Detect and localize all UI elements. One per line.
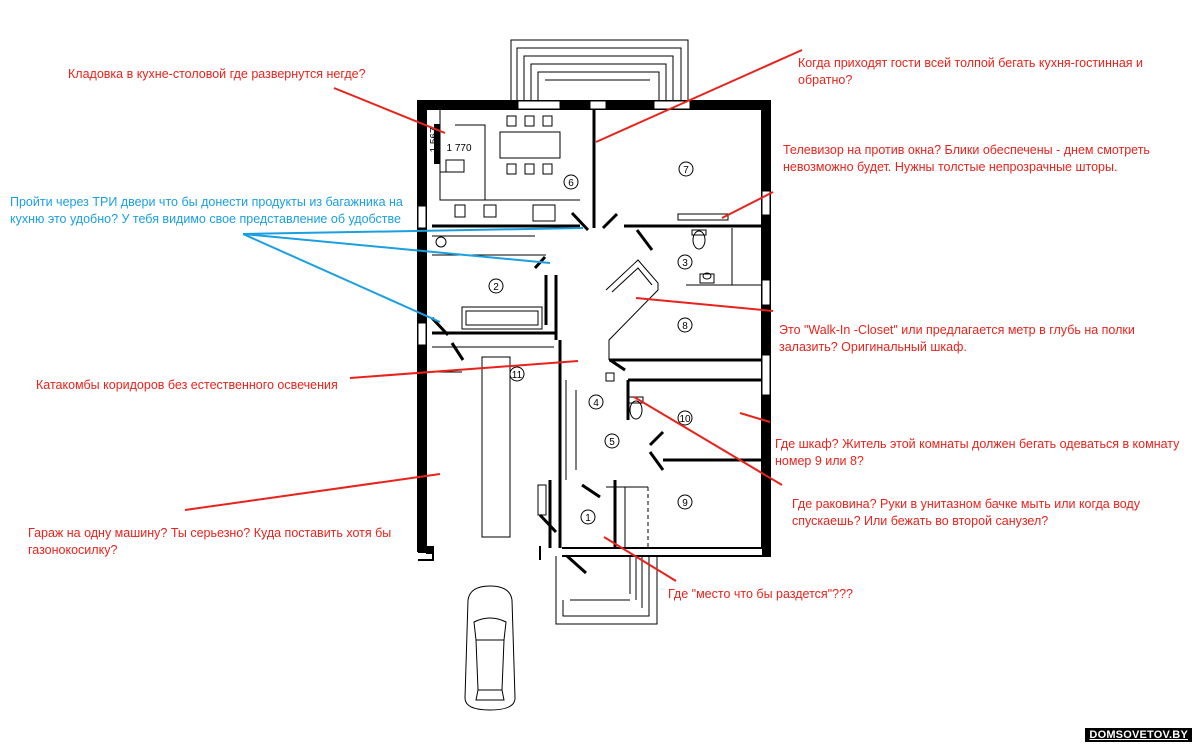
kitchen-fill	[434, 124, 440, 164]
annotation-undress: Где "место что бы раздется"???	[668, 587, 853, 601]
annotation-tv: Телевизор на против окна? Блики обеспече…	[783, 143, 1150, 174]
annotation-guests: Когда приходят гости всей толпой бегать …	[798, 56, 1144, 87]
room-number-10: 10	[679, 414, 691, 425]
garage-elements	[432, 306, 554, 538]
annotation-sink: Где раковина? Руки в унитазном бачке мыт…	[792, 497, 1140, 528]
terrace-top	[510, 39, 689, 104]
annotation-pantry: Кладовка в кухне-столовой где развернутс…	[68, 67, 366, 81]
room-number-3: 3	[682, 258, 688, 269]
car	[464, 585, 516, 711]
annotation-walk-in-closet: Это "Walk-In -Closet" или предлагается м…	[779, 323, 1135, 354]
room-number-4: 4	[593, 398, 599, 409]
blue-pointer-lines	[242, 227, 584, 323]
bathroom-fixtures	[435, 213, 729, 420]
room-markers	[488, 161, 694, 525]
annotation-garage: Гараж на одну машину? Ты серьезно? Куда …	[28, 526, 392, 557]
red-pointer-lines	[184, 49, 803, 582]
interior-walls	[432, 109, 762, 548]
annotation-three-doors: Пройти через ТРИ двери что бы донести пр…	[10, 195, 403, 226]
room-number-11: 11	[512, 370, 523, 381]
room-number-8: 8	[682, 321, 688, 332]
annotation-catacombs: Катакомбы коридоров без естественного ос…	[36, 378, 338, 392]
room-number-9: 9	[682, 498, 688, 509]
watermark-logo: DOMSOVETOV.BY	[1085, 728, 1192, 742]
annotation-wardrobe: Где шкаф? Житель этой комнаты должен бег…	[775, 437, 1180, 468]
windows	[417, 100, 771, 396]
room-number-2: 2	[493, 282, 499, 293]
thin-walls	[432, 228, 762, 548]
entrance-steps	[555, 556, 658, 625]
room-number-1: 1	[585, 513, 591, 524]
room-number-7: 7	[683, 165, 689, 176]
kitchen-furniture	[439, 110, 580, 222]
room-number-5: 5	[609, 437, 615, 448]
dimension-label-2: 1 770	[446, 143, 471, 154]
room-numbers: 1 2 3 4 5 6 7 8 9 10 11 1 567 1 770	[429, 127, 691, 524]
door-swings	[430, 211, 665, 575]
room-number-6: 6	[568, 178, 574, 189]
dimension-label-1: 1 567	[429, 127, 440, 152]
